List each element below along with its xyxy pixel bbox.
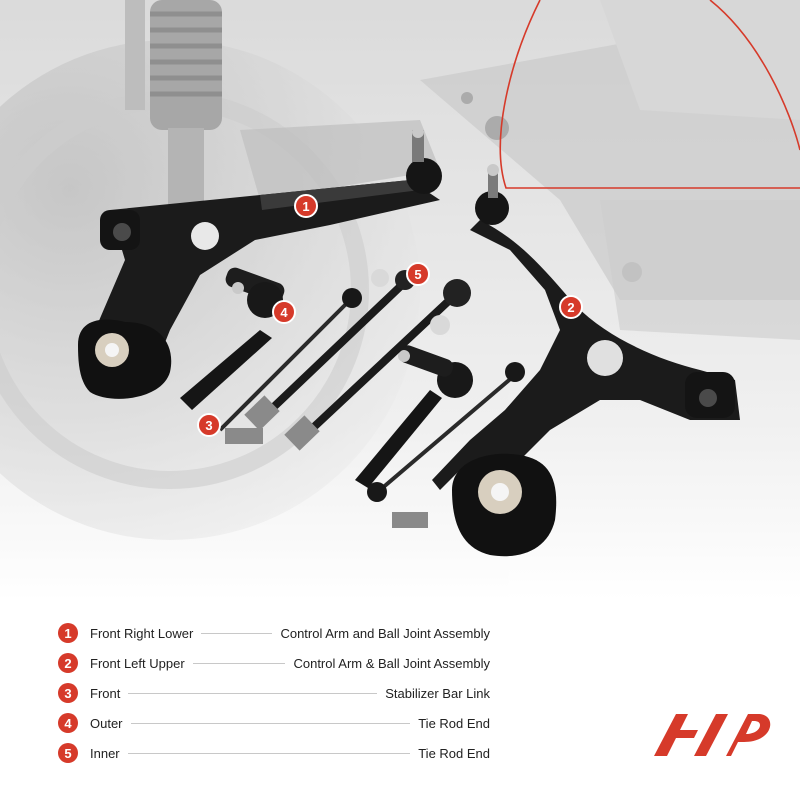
callout-badge-3: 3: [197, 413, 221, 437]
callout-badge-5: 5: [406, 262, 430, 286]
callout-badge-2: 2: [559, 295, 583, 319]
inner-tie-rod-ends: [244, 269, 471, 451]
legend-part-position: Front Left Upper: [90, 655, 185, 671]
legend-part-name: Tie Rod End: [418, 745, 490, 761]
callout-badge-1: 1: [294, 194, 318, 218]
callout-number: 3: [205, 418, 212, 433]
legend-divider-line: [127, 752, 411, 754]
legend-badge: 4: [58, 713, 78, 733]
product-figure: 1 2 3 4 5: [0, 0, 800, 600]
accent-curve: [499, 0, 800, 189]
legend-divider-line: [128, 692, 378, 694]
legend-badge: 5: [58, 743, 78, 763]
legend-part-position: Front: [90, 685, 121, 701]
legend-row: 3 Front Stabilizer Bar Link: [58, 678, 498, 708]
callout-number: 2: [567, 300, 574, 315]
legend-row: 4 Outer Tie Rod End: [58, 708, 498, 738]
legend-part-position: Front Right Lower: [90, 625, 194, 641]
legend-part-name: Tie Rod End: [418, 715, 490, 731]
brand-logo-icon: [654, 714, 771, 756]
callout-number: 1: [302, 199, 309, 214]
legend-row: 5 Inner Tie Rod End: [58, 738, 498, 768]
control-arm-left-upper: [432, 164, 740, 557]
legend-row: 2 Front Left Upper Control Arm & Ball Jo…: [58, 648, 498, 678]
legend-part-name: Stabilizer Bar Link: [385, 685, 490, 701]
legend-divider-line: [201, 632, 273, 634]
callout-badge-4: 4: [272, 300, 296, 324]
stabilizer-bar-links: [218, 288, 525, 528]
legend-part-name: Control Arm and Ball Joint Assembly: [280, 625, 490, 641]
legend-badge: 1: [58, 623, 78, 643]
legend-divider-line: [192, 662, 286, 664]
callout-number: 5: [414, 267, 421, 282]
parts-legend: 1 Front Right Lower Control Arm and Ball…: [58, 618, 498, 768]
legend-part-position: Outer: [90, 715, 123, 731]
legend-divider-line: [130, 722, 411, 724]
outer-tie-rod-ends: [180, 267, 473, 488]
background-vehicle-scene: [0, 0, 800, 600]
legend-badge: 3: [58, 683, 78, 703]
strut-spring: [125, 0, 222, 268]
legend-badge: 2: [58, 653, 78, 673]
legend-part-position: Inner: [90, 745, 120, 761]
callout-number: 4: [280, 305, 288, 320]
legend-row: 1 Front Right Lower Control Arm and Ball…: [58, 618, 498, 648]
legend-part-name: Control Arm & Ball Joint Assembly: [293, 655, 490, 671]
